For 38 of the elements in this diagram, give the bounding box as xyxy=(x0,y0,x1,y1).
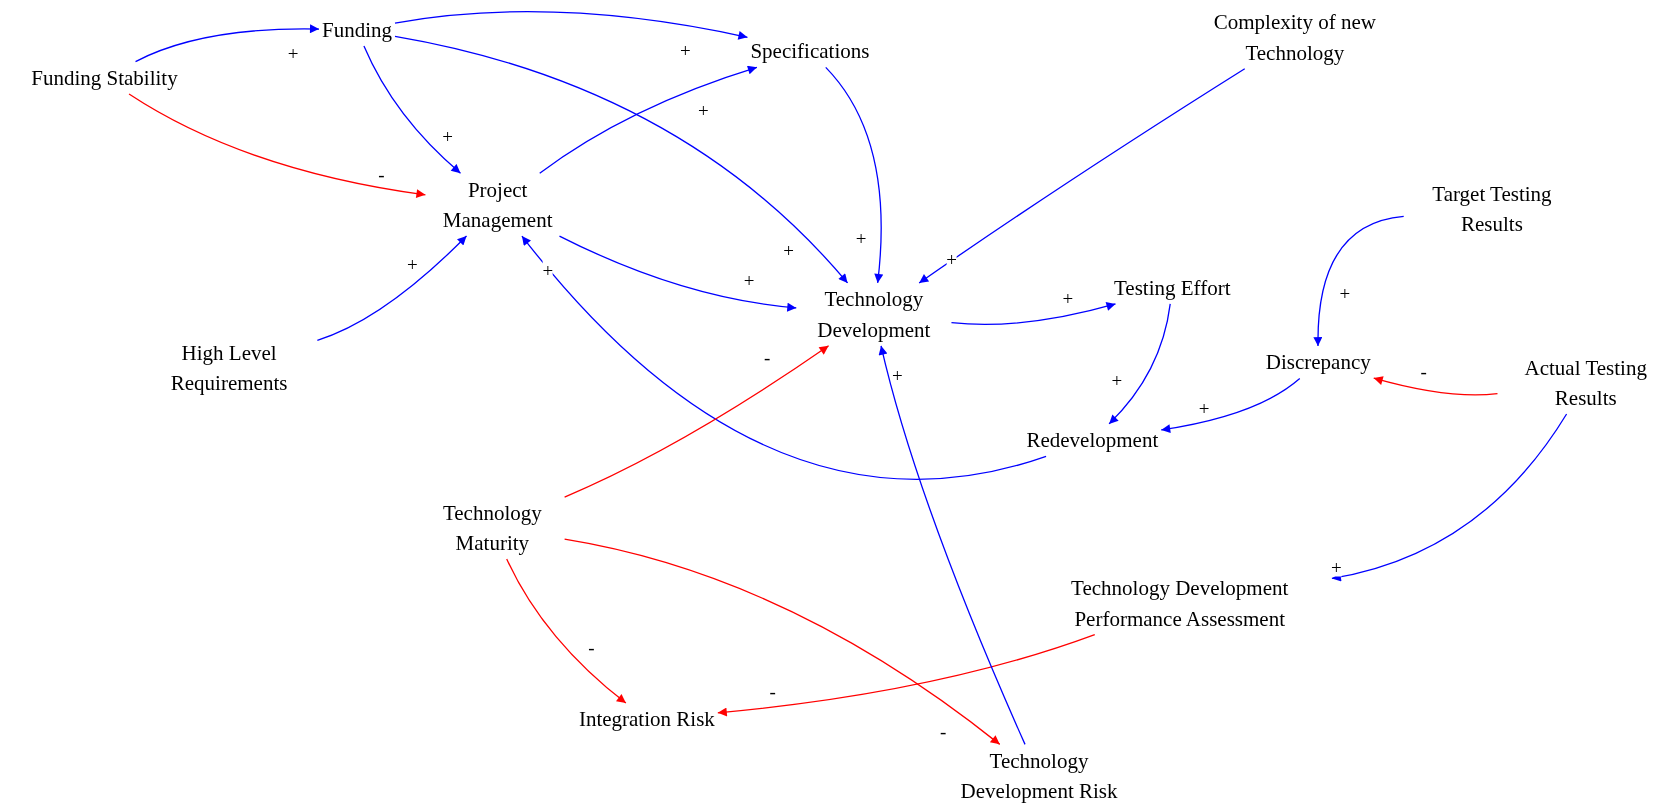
causal-arrow xyxy=(717,633,1096,717)
causal-arrow xyxy=(1160,377,1301,433)
variable-label: Technology Maturity xyxy=(423,497,562,558)
causal-arrow xyxy=(825,66,884,284)
variable-label: Redevelopment xyxy=(1026,424,1159,456)
causal-arrow xyxy=(563,345,830,498)
causal-arrow xyxy=(558,235,797,312)
variable-label: Actual Testing Results xyxy=(1500,352,1671,413)
causal-arrow xyxy=(1108,303,1171,425)
causal-arrow xyxy=(1331,413,1568,582)
causal-arrow xyxy=(563,538,1001,746)
variable-label: Technology Development Risk xyxy=(932,745,1146,806)
causal-arrow xyxy=(918,68,1246,284)
variable-label: Technology Development xyxy=(799,283,949,345)
variable-label: High Level Requirements xyxy=(143,337,315,399)
variable-label: Project Management xyxy=(428,174,567,236)
variable-label: Discrepancy xyxy=(1265,347,1371,378)
causal-arrow xyxy=(878,345,1026,746)
causal-arrow xyxy=(316,235,468,341)
variable-label: Complexity of new Technology xyxy=(1193,6,1397,68)
causal-arrow xyxy=(1313,215,1405,347)
causal-arrow xyxy=(1373,376,1499,396)
variable-label: Funding xyxy=(322,14,392,46)
causal-arrow xyxy=(128,93,427,198)
causal-arrow xyxy=(394,11,749,40)
variable-label: Target Testing Results xyxy=(1406,178,1578,240)
causal-arrow xyxy=(506,558,627,704)
variable-label: Specifications xyxy=(750,35,870,67)
causal-arrow xyxy=(521,235,1047,480)
variable-label: Testing Effort xyxy=(1114,272,1231,303)
variable-label: Funding Stability xyxy=(31,62,178,93)
variable-label: Integration Risk xyxy=(578,704,715,735)
causal-arrow xyxy=(134,24,320,63)
variable-label: Technology Development Performance Assessment xyxy=(1030,572,1329,634)
causal-arrow xyxy=(394,35,849,284)
causal-arrow xyxy=(950,302,1117,326)
causal-arrow xyxy=(363,45,462,174)
causal-arrow xyxy=(539,65,758,174)
